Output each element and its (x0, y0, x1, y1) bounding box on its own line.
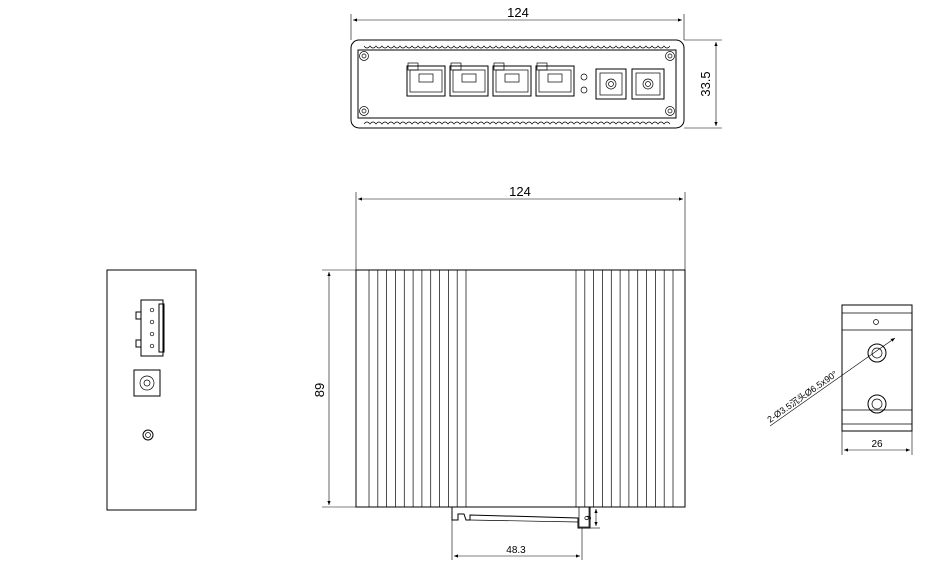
corner-screw-4 (665, 106, 675, 116)
bracket-outline (841, 304, 913, 432)
heat-sink-fins (368, 270, 674, 507)
bracket-width-label: 26 (871, 439, 883, 450)
fiber-port-2 (631, 68, 665, 100)
hole-callout-leader (769, 337, 896, 427)
side-view (106, 269, 197, 511)
terminal-pin-4 (149, 343, 155, 349)
dc-power-jack (133, 369, 161, 397)
led-indicator-2 (580, 86, 588, 94)
bracket-width-dimension: 26 (841, 431, 913, 455)
front-width-label: 124 (509, 184, 531, 199)
rj45-port-3 (492, 62, 532, 97)
front-housing-outline (355, 269, 686, 508)
fiber-ports (595, 68, 665, 100)
fiber-port-1 (595, 68, 627, 100)
mounting-bracket-view: 2-Ø3.5沉头Ø6.5x90° 26 (765, 304, 913, 455)
bracket-countersunk-hole-2 (867, 394, 887, 414)
top-width-label: 124 (507, 5, 529, 20)
top-view: 124 33.5 (350, 5, 722, 129)
corner-screw-3 (359, 106, 369, 116)
front-height-dimension: 89 (312, 269, 356, 508)
led-indicator-1 (580, 73, 588, 81)
rj45-ports (406, 62, 575, 97)
top-height-dimension: 33.5 (684, 39, 722, 129)
terminal-pin-3 (149, 331, 155, 337)
rj45-port-2 (449, 62, 489, 97)
fin-wave-edge (363, 45, 671, 49)
bracket-countersunk-hole-1 (867, 343, 887, 363)
rail-width-label: 48.3 (506, 545, 526, 556)
rj45-port-4 (535, 62, 575, 97)
top-fin-edges (363, 45, 671, 125)
corner-screws (359, 51, 675, 116)
rj45-port-1 (406, 62, 446, 97)
corner-screw-1 (359, 51, 369, 61)
bracket-small-hole (873, 319, 879, 325)
rail-offset-dimension: 9 (583, 506, 600, 529)
rail-width-dimension: 48.3 (451, 520, 583, 560)
side-housing-outline (106, 269, 197, 511)
terminal-pin-1 (149, 307, 155, 313)
ground-screw (142, 429, 154, 441)
din-rail-clip (451, 506, 591, 529)
fin-wave-edge (363, 121, 671, 125)
rail-offset-label: 9 (583, 515, 593, 520)
terminal-pin-2 (149, 319, 155, 325)
power-terminal-block (135, 299, 165, 357)
top-front-panel (357, 49, 677, 119)
front-height-label: 89 (312, 383, 327, 397)
front-width-dimension: 124 (355, 184, 686, 270)
top-width-dimension: 124 (350, 5, 685, 40)
top-height-label: 33.5 (698, 71, 713, 96)
corner-screw-2 (665, 51, 675, 61)
hole-callout-label: 2-Ø3.5沉头Ø6.5x90° (765, 369, 839, 425)
top-housing-outline (350, 39, 685, 129)
front-view: 124 89 48.3 9 (312, 184, 686, 560)
